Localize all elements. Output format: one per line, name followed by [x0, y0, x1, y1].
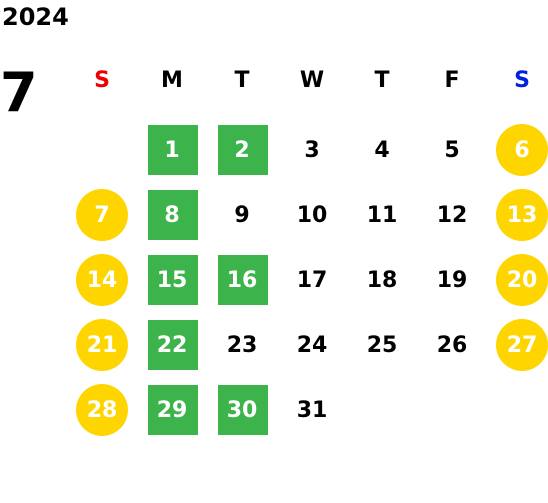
- day-cell-17[interactable]: 17: [282, 255, 342, 305]
- day-number: 26: [436, 332, 468, 358]
- day-cell-1[interactable]: 1: [142, 125, 202, 175]
- day-cell-18[interactable]: 18: [352, 255, 412, 305]
- day-cell-19[interactable]: 19: [422, 255, 482, 305]
- day-cell-30[interactable]: 30: [212, 385, 272, 435]
- day-cell-21[interactable]: 21: [72, 319, 132, 371]
- month-number: 7: [0, 61, 38, 124]
- day-cell-6[interactable]: 6: [492, 124, 548, 176]
- day-cell-27[interactable]: 27: [492, 319, 548, 371]
- day-number: 14: [86, 267, 118, 293]
- day-number: 10: [296, 202, 328, 228]
- day-number: 2: [234, 137, 250, 163]
- day-cell-7[interactable]: 7: [72, 189, 132, 241]
- day-cell-3[interactable]: 3: [282, 125, 342, 175]
- day-number: 17: [296, 267, 328, 293]
- day-number: 11: [366, 202, 398, 228]
- day-number: 18: [366, 267, 398, 293]
- day-number: 6: [514, 137, 530, 163]
- day-cell-26[interactable]: 26: [422, 320, 482, 370]
- day-number: 3: [304, 137, 320, 163]
- day-cell-12[interactable]: 12: [422, 190, 482, 240]
- day-cell-16[interactable]: 16: [212, 255, 272, 305]
- day-cell-5[interactable]: 5: [422, 125, 482, 175]
- day-number: 4: [374, 137, 390, 163]
- day-cell-22[interactable]: 22: [142, 320, 202, 370]
- day-number: 12: [436, 202, 468, 228]
- weekday-tuesday: T: [234, 68, 250, 93]
- day-number: 29: [156, 397, 188, 423]
- day-cell-2[interactable]: 2: [212, 125, 272, 175]
- weekday-wednesday: W: [299, 68, 325, 93]
- day-cell-10[interactable]: 10: [282, 190, 342, 240]
- weekday-thursday: T: [374, 68, 390, 93]
- day-number: 25: [366, 332, 398, 358]
- weekday-monday: M: [161, 68, 183, 93]
- day-number: 9: [234, 202, 250, 228]
- day-cell-25[interactable]: 25: [352, 320, 412, 370]
- day-number: 22: [156, 332, 188, 358]
- day-cell-29[interactable]: 29: [142, 385, 202, 435]
- day-number: 15: [156, 267, 188, 293]
- weekday-sunday: S: [94, 68, 110, 93]
- day-number: 5: [444, 137, 460, 163]
- day-cell-24[interactable]: 24: [282, 320, 342, 370]
- day-number: 1: [164, 137, 180, 163]
- weekday-friday: F: [444, 68, 460, 93]
- day-cell-31[interactable]: 31: [282, 385, 342, 435]
- day-cell-20[interactable]: 20: [492, 254, 548, 306]
- day-number: 20: [506, 267, 538, 293]
- day-number: 13: [506, 202, 538, 228]
- day-cell-11[interactable]: 11: [352, 190, 412, 240]
- year-label: 2024: [2, 3, 69, 31]
- day-cell-4[interactable]: 4: [352, 125, 412, 175]
- day-number: 30: [226, 397, 258, 423]
- day-number: 28: [86, 397, 118, 423]
- day-number: 8: [164, 202, 180, 228]
- day-number: 19: [436, 267, 468, 293]
- day-number: 31: [296, 397, 328, 423]
- day-cell-15[interactable]: 15: [142, 255, 202, 305]
- day-number: 24: [296, 332, 328, 358]
- day-cell-28[interactable]: 28: [72, 384, 132, 436]
- weekday-saturday: S: [514, 68, 530, 93]
- day-number: 16: [226, 267, 258, 293]
- day-number: 27: [506, 332, 538, 358]
- day-cell-9[interactable]: 9: [212, 190, 272, 240]
- day-cell-14[interactable]: 14: [72, 254, 132, 306]
- day-cell-23[interactable]: 23: [212, 320, 272, 370]
- day-number: 7: [94, 202, 110, 228]
- day-cell-13[interactable]: 13: [492, 189, 548, 241]
- day-number: 21: [86, 332, 118, 358]
- day-number: 23: [226, 332, 258, 358]
- day-cell-8[interactable]: 8: [142, 190, 202, 240]
